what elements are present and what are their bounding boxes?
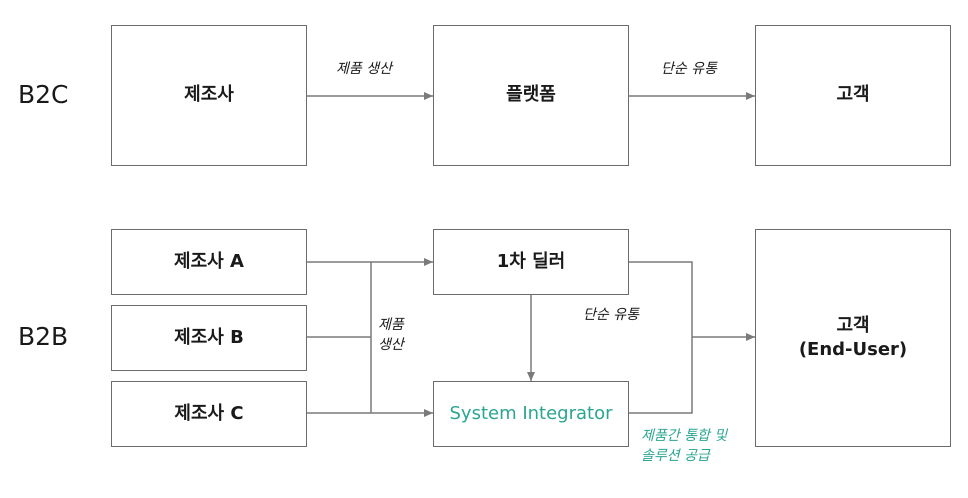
- box-system-integrator-label: System Integrator: [449, 402, 613, 424]
- box-dealer: 1차 딜러: [433, 229, 629, 295]
- box-manufacturer-c: 제조사 C: [111, 381, 307, 447]
- box-platform-label: 플랫폼: [506, 84, 556, 106]
- edge-label-b2b-distribution: 단순 유통: [583, 307, 639, 323]
- box-manufacturer-b-label: 제조사 B: [174, 326, 244, 348]
- edge-label-integration: 제품간 통합 및 솔루션 공급: [641, 427, 727, 466]
- line-dealer-to-merge: [629, 261, 693, 414]
- box-manufacturer-a: 제조사 A: [111, 229, 307, 295]
- edge-label-distribution: 단순 유통: [661, 61, 717, 77]
- box-manufacturer-b: 제조사 B: [111, 305, 307, 371]
- row-label-b2c: B2C: [18, 80, 69, 109]
- box-dealer-label: 1차 딜러: [496, 250, 566, 272]
- box-manufacturer: 제조사: [111, 25, 307, 166]
- box-manufacturer-label: 제조사: [184, 84, 234, 106]
- box-platform: 플랫폼: [433, 25, 629, 166]
- box-customer-label: 고객: [836, 84, 870, 106]
- edge-label-integration-line1: 제품간 통합 및: [641, 428, 728, 444]
- box-customer: 고객: [755, 25, 951, 166]
- box-manufacturer-c-label: 제조사 C: [174, 402, 244, 424]
- edge-label-b2b-production-line2: 생산: [378, 336, 404, 353]
- row-label-b2b: B2B: [18, 322, 69, 351]
- edge-label-integration-line2: 솔루션 공급: [641, 447, 710, 464]
- edge-label-b2b-production: 제품 생산: [378, 316, 404, 355]
- box-manufacturer-a-label: 제조사 A: [174, 250, 244, 272]
- edge-label-production: 제품 생산: [336, 61, 392, 77]
- box-end-user: 고객 (End-User): [755, 229, 951, 447]
- edge-label-b2b-production-line1: 제품: [378, 317, 404, 333]
- box-system-integrator: System Integrator: [433, 381, 629, 447]
- box-end-user-label-line2: (End-User): [798, 339, 908, 360]
- box-end-user-label-line1: 고객: [836, 314, 870, 336]
